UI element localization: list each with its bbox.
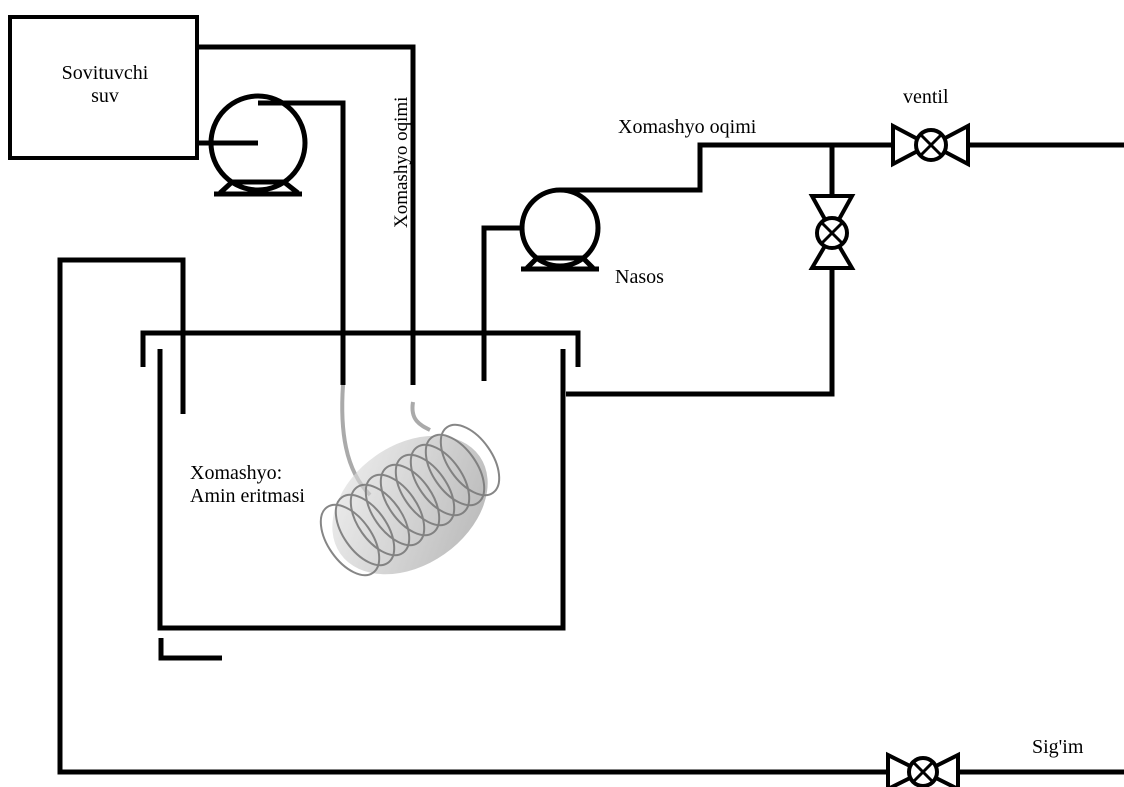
- branch-pipe-return: [566, 268, 832, 394]
- valve-icon[interactable]: [893, 126, 968, 164]
- feed-flow-horizontal-label: Xomashyo oqimi: [618, 116, 756, 139]
- branch-valve-icon[interactable]: [812, 196, 852, 268]
- feedstock-line1: Xomashyo:: [190, 462, 305, 485]
- feedstock-label: Xomashyo: Amin eritmasi: [190, 462, 305, 508]
- cooling-return-pipe: [197, 47, 413, 402]
- valve-label: ventil: [903, 86, 949, 109]
- feed-flow-vertical-label: Xomashyo oqimi: [392, 78, 411, 228]
- cooling-water-label: Sovituvchi suv: [30, 62, 180, 108]
- feed-flow-pipe: [560, 145, 893, 190]
- capacity-label: Sig'im: [1032, 736, 1083, 759]
- coil-heat-exchanger-icon: [306, 385, 514, 603]
- cooling-water-line2: suv: [30, 85, 180, 108]
- feedstock-line2: Amin eritmasi: [190, 485, 305, 508]
- pump-icon[interactable]: [521, 190, 599, 269]
- pump-label: Nasos: [615, 266, 664, 289]
- cooling-water-line1: Sovituvchi: [30, 62, 180, 85]
- bottom-valve-icon[interactable]: [888, 755, 958, 787]
